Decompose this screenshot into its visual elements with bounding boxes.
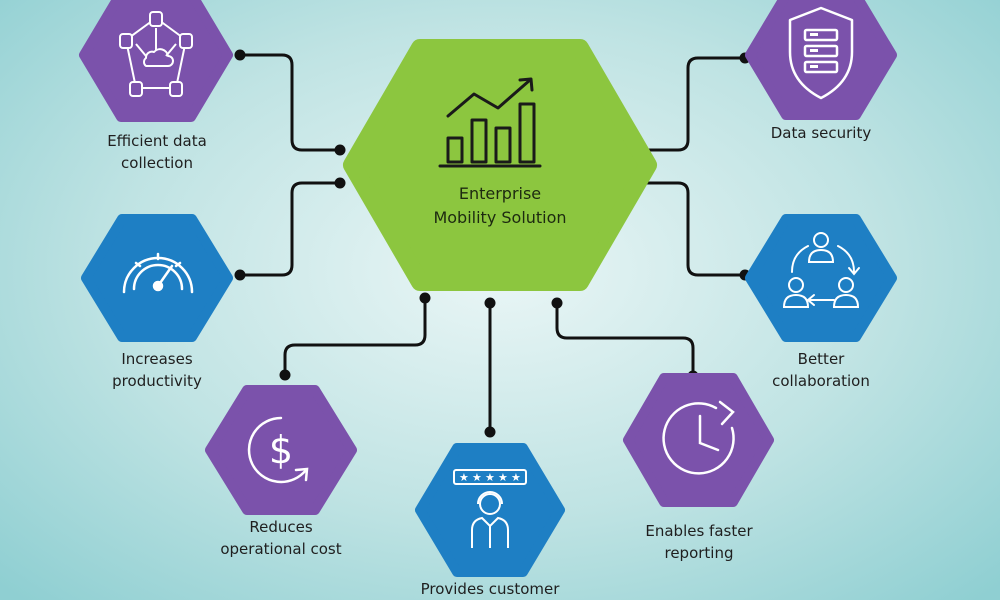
label-productivity: Increases productivity xyxy=(72,348,242,392)
svg-text:★: ★ xyxy=(485,471,495,484)
hex-operational-cost: $ xyxy=(205,385,357,515)
clock-refresh-icon xyxy=(662,400,735,475)
shield-server-icon xyxy=(788,6,854,100)
svg-text:★: ★ xyxy=(459,471,469,484)
label-line: collection xyxy=(121,154,193,172)
connector-data-security xyxy=(638,56,747,152)
rated-support-agent-icon: ★★★★★ xyxy=(453,469,527,548)
connector-operational-cost xyxy=(283,296,427,377)
label-data-security: Data security xyxy=(736,122,906,144)
svg-text:★: ★ xyxy=(498,471,508,484)
hex-faster-reporting xyxy=(623,373,774,507)
connector-productivity xyxy=(238,181,342,277)
label-line: operational cost xyxy=(220,540,342,558)
label-collaboration: Better collaboration xyxy=(736,348,906,392)
center-title-line2: Mobility Solution xyxy=(433,208,567,227)
svg-text:★: ★ xyxy=(511,471,521,484)
label-operational-cost: Reduces operational cost xyxy=(186,516,376,560)
label-faster-reporting: Enables faster reporting xyxy=(604,520,794,564)
network-cloud-database-icon xyxy=(119,11,193,97)
label-line: productivity xyxy=(112,372,202,390)
label-line: reporting xyxy=(664,544,734,562)
label-line: Reduces xyxy=(249,518,313,536)
label-line: Enables faster xyxy=(645,522,753,540)
connector-collaboration xyxy=(638,181,747,277)
connector-faster-reporting xyxy=(555,301,695,378)
hex-collaboration xyxy=(745,214,897,342)
collaboration-cycle-icon xyxy=(782,232,860,308)
hex-customer: ★★★★★ xyxy=(415,443,565,577)
label-line: collaboration xyxy=(772,372,870,390)
label-line: Better xyxy=(797,350,845,368)
bar-chart-growth-icon xyxy=(438,77,542,168)
center-title: Enterprise Mobility Solution xyxy=(410,182,590,230)
label-line: Provides customer xyxy=(420,580,560,598)
dollar-cycle-icon: $ xyxy=(247,416,309,484)
label-line: Increases xyxy=(121,350,193,368)
connectors xyxy=(238,53,747,434)
connector-data-collection xyxy=(238,53,342,152)
hex-data-collection xyxy=(79,0,233,122)
hex-productivity xyxy=(81,214,233,342)
label-line: Data security xyxy=(770,124,872,142)
center-title-line1: Enterprise xyxy=(458,184,542,203)
label-line: Efficient data xyxy=(107,132,207,150)
label-customer: Provides customer xyxy=(395,578,585,600)
speedometer-gauge-icon xyxy=(122,252,194,294)
center-hexagon xyxy=(343,39,657,291)
hex-data-security xyxy=(745,0,897,120)
svg-text:★: ★ xyxy=(472,471,482,484)
label-data-collection: Efficient data collection xyxy=(72,130,242,174)
svg-text:$: $ xyxy=(269,428,293,472)
